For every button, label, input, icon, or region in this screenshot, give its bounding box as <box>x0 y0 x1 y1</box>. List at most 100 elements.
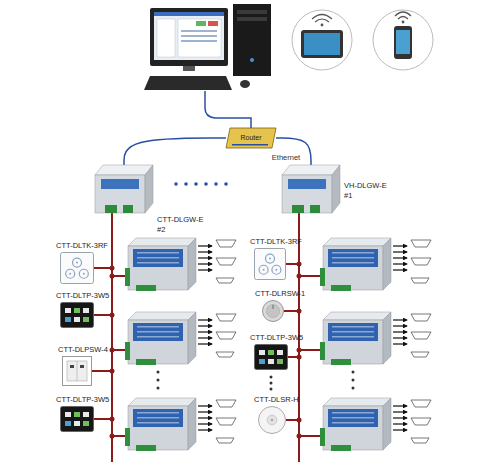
terminal-block <box>123 205 133 213</box>
panel-icon <box>74 421 80 426</box>
terminal-block <box>105 205 117 213</box>
touch-panel: CTT-DLTP-3W5 <box>254 344 288 370</box>
bus-link <box>94 213 112 268</box>
panel-icon <box>74 308 80 313</box>
monitor <box>150 8 228 66</box>
wifi-symbol <box>312 15 332 20</box>
panel-icon <box>83 412 89 417</box>
ellipsis-dot <box>204 182 208 186</box>
panel-icon <box>277 359 283 364</box>
bus-tap <box>299 435 320 437</box>
junction-dot <box>110 369 115 374</box>
panel-icon <box>259 350 265 355</box>
continuation-dot <box>352 379 355 382</box>
switch-plate <box>63 357 92 386</box>
touch-key <box>69 273 71 275</box>
tablet-screen <box>304 33 340 55</box>
power-led <box>250 58 254 62</box>
touch-panel-shape <box>60 252 94 284</box>
continuation-dot <box>270 382 273 385</box>
router-shape <box>226 128 276 148</box>
touch-panel-shape <box>60 302 94 328</box>
device-label: CTT-DLRSW-1 <box>255 289 305 298</box>
touch-key <box>76 262 78 264</box>
ellipsis-dot <box>184 182 188 186</box>
gateway-box: CTT-DLGW-E#2 <box>95 165 153 213</box>
panel-icon <box>277 350 283 355</box>
touch-key <box>83 273 85 275</box>
sensor-body <box>259 407 286 434</box>
panel-face <box>61 303 94 328</box>
bus-tap <box>299 349 320 351</box>
push-switch-shape <box>62 356 92 386</box>
device-label: #2 <box>157 225 165 234</box>
knob-mark <box>273 305 274 309</box>
terminal-block <box>310 205 320 213</box>
ethernet-link <box>124 138 226 165</box>
touch-panel: CTT-DLTK-3RF <box>254 248 286 280</box>
junction-dot <box>297 309 302 314</box>
continuation-dot <box>157 387 160 390</box>
router-port <box>232 144 268 146</box>
tablet <box>301 30 343 58</box>
panel-face <box>255 249 286 280</box>
gateway-panel <box>288 179 326 189</box>
sensor-lens <box>267 415 277 425</box>
switch-indicator <box>80 365 84 368</box>
junction-dot <box>297 434 302 439</box>
touch-panel-shape <box>60 406 94 432</box>
panel-icon <box>268 350 274 355</box>
touch-key <box>79 269 88 278</box>
gateway-box: VH-DLGW-E#1 <box>282 165 340 213</box>
panel-icon <box>83 421 89 426</box>
junction-dot <box>110 266 115 271</box>
gateway-box-shape <box>95 165 153 213</box>
device-label: CTT-DLTP-3W5 <box>56 395 109 404</box>
switch-divider <box>77 361 78 381</box>
window-pane <box>178 19 221 57</box>
dimmer-module <box>320 238 431 291</box>
gateway-top <box>282 165 340 175</box>
panel-face <box>61 253 94 284</box>
drive-bay <box>237 10 267 14</box>
dimmer-module <box>125 238 236 291</box>
junction-dot <box>297 355 302 360</box>
screen-widget <box>181 30 217 32</box>
continuation-dot <box>352 387 355 390</box>
edge-label: Ethernet <box>272 153 300 162</box>
sensor-dot <box>271 419 273 421</box>
panel-face <box>255 345 288 370</box>
screen-widget <box>181 40 217 42</box>
ellipsis-dot <box>194 182 198 186</box>
panel-icon <box>83 317 89 322</box>
node-title: Router <box>226 133 276 142</box>
device-label: CTT-DLTK-3RF <box>56 241 108 250</box>
junction-dot <box>110 313 115 318</box>
switch-rocker <box>67 361 87 381</box>
continuation-dot <box>270 388 273 391</box>
wifi-symbol <box>402 21 405 24</box>
device-label: CTT-DLPSW-4 <box>58 345 108 354</box>
touch-key <box>269 258 271 260</box>
continuation-dot <box>270 376 273 379</box>
gateway-side <box>332 165 340 213</box>
junction-dot <box>110 417 115 422</box>
knob-ring <box>263 301 284 322</box>
knob <box>266 304 279 317</box>
ellipsis-dot <box>174 182 178 186</box>
screen-widget <box>208 21 218 26</box>
panel-icon <box>74 412 80 417</box>
panel-face <box>61 407 94 432</box>
router-box: Router <box>226 128 276 148</box>
device-label: CTT-DLGW-E <box>157 215 204 224</box>
push-switch: CTT-DLPSW-4 <box>62 356 92 386</box>
gateway-panel <box>101 179 139 189</box>
icon-circle <box>292 10 352 70</box>
touch-key <box>259 265 268 274</box>
wifi-symbol <box>398 17 408 20</box>
touch-key <box>275 269 277 271</box>
device-label: CTT-DLSR-H <box>254 395 299 404</box>
junction-dot <box>110 434 115 439</box>
device-label: CTT-DLTK-3RF <box>250 237 302 246</box>
monitor-screen <box>154 12 224 60</box>
